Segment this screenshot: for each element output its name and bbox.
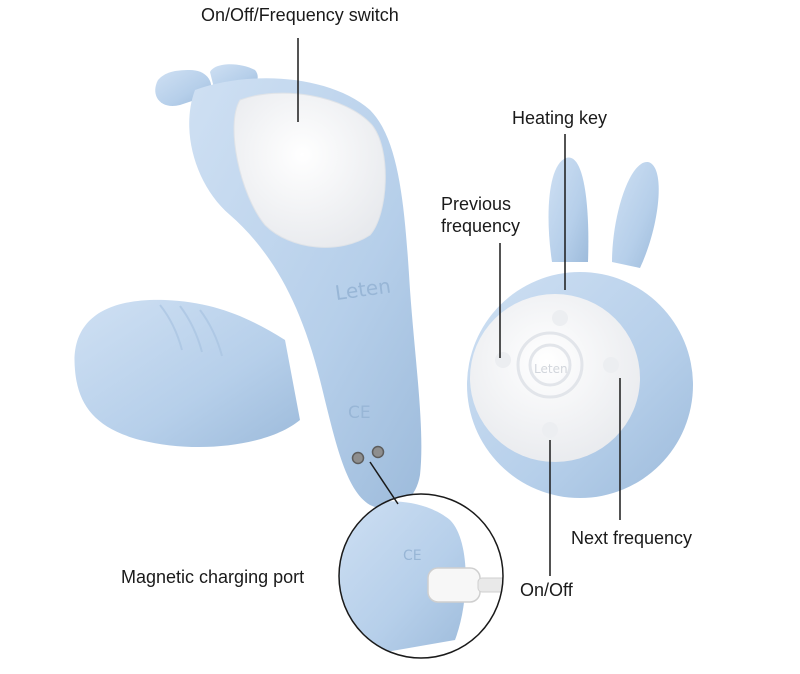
on-off-frequency-switch-pad xyxy=(233,92,386,248)
label-on-off: On/Off xyxy=(520,580,573,600)
remote-control: Leten xyxy=(467,157,693,498)
on-off-button xyxy=(542,422,558,438)
svg-text:CE: CE xyxy=(403,548,422,564)
remote-ear-right xyxy=(612,161,659,268)
device-cert-mark: CE xyxy=(348,403,371,423)
label-previous-frequency: Previous frequency xyxy=(441,194,521,236)
charging-port-zoom: CE xyxy=(338,493,504,659)
label-on-off-frequency-switch: On/Off/Frequency switch xyxy=(201,5,399,25)
label-heating-key: Heating key xyxy=(512,108,608,128)
leader-lines xyxy=(297,38,621,576)
remote-button-embossing xyxy=(516,331,584,399)
zoom-circle-border xyxy=(338,493,504,659)
label-magnetic-charging-port: Magnetic charging port xyxy=(121,567,305,587)
charging-pin-left xyxy=(351,451,365,465)
device-lower-arm xyxy=(74,299,300,448)
charging-pin-right xyxy=(371,445,385,459)
next-frequency-button xyxy=(603,357,619,373)
main-device: Leten CE xyxy=(74,64,422,509)
heating-key-button xyxy=(552,310,568,326)
device-arm-ribs xyxy=(159,304,223,357)
remote-logo: Leten xyxy=(534,362,568,376)
label-next-frequency: Next frequency xyxy=(571,528,693,548)
previous-frequency-button xyxy=(495,352,511,368)
remote-ear-left xyxy=(548,157,589,262)
leader-charging-port xyxy=(369,461,399,505)
remote-button-face xyxy=(470,294,640,462)
